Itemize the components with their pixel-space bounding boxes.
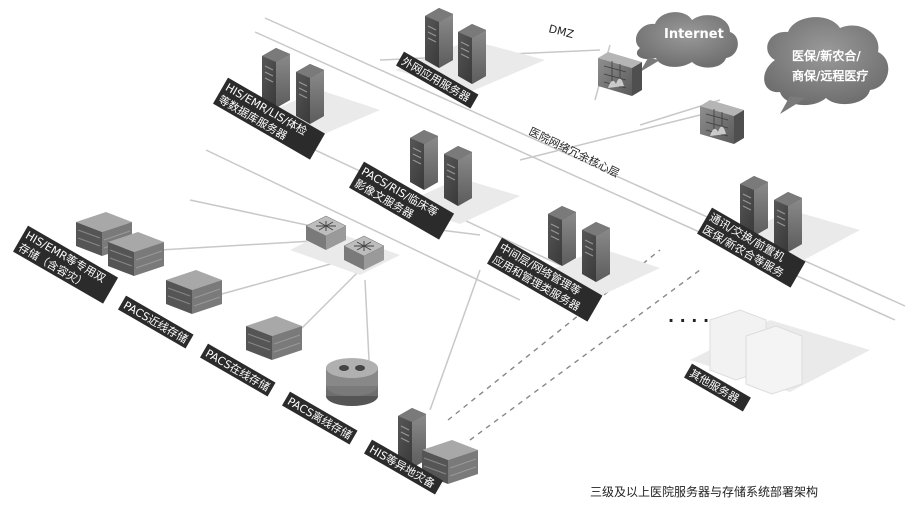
ellipsis-text: · · · · [668, 311, 709, 330]
server-icon [295, 63, 325, 125]
dmz-label: DMZ [547, 22, 575, 41]
server-icon [547, 205, 577, 267]
server-icon [409, 129, 439, 191]
server-icon [424, 7, 454, 69]
pacs-nearline-storage-icon [165, 269, 223, 315]
server-icon [457, 23, 487, 85]
insurance-label-1: 医保/新农合/ [792, 48, 861, 63]
pacs-offline-storage-icon [326, 358, 378, 406]
server-icon [773, 191, 803, 253]
other-servers [709, 309, 803, 395]
svg-text:医院网络冗余核心层: 医院网络冗余核心层 [527, 124, 622, 180]
dashed-lines [447, 249, 701, 441]
internet-cloud: Internet [635, 12, 738, 72]
insurance-firewall-icon [699, 99, 745, 145]
insurance-cloud: 医保/新农合/ 商保/远程医疗 [764, 17, 889, 114]
insurance-label-2: 商保/远程医疗 [792, 68, 868, 83]
server-icon [581, 221, 611, 283]
core-layer-label: 医院网络冗余核心层 [527, 124, 622, 180]
dmz-firewall-icon [597, 51, 643, 97]
server-icon [261, 47, 291, 109]
server-icon [443, 145, 473, 207]
pacs-online-storage-icon [245, 315, 303, 361]
diagram-caption: 三级及以上医院服务器与存储系统部署架构 [590, 484, 818, 499]
internet-label: Internet [664, 27, 724, 42]
